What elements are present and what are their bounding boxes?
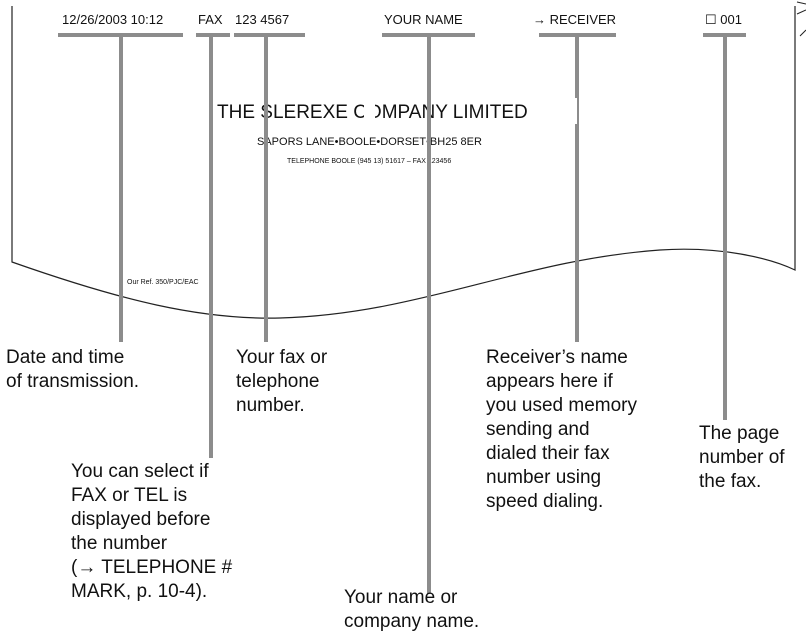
callout-fax-tel-select: You can select if FAX or TEL is displaye… <box>71 461 233 602</box>
header-page-number: ☐ 001 <box>705 12 742 27</box>
header-date-time: 12/26/2003 10:12 <box>62 12 163 27</box>
header-fax-label: FAX <box>198 12 223 27</box>
letter-telephone: TELEPHONE BOOLE (945 13) 51617 – FAX 123… <box>287 158 451 165</box>
header-your-name: YOUR NAME <box>384 12 463 27</box>
fax-paper-outline <box>11 6 796 319</box>
callout-receiver: Receiver’s name appears here if you used… <box>486 347 638 512</box>
gap-mask <box>364 98 375 124</box>
letter-reference: Our Ref. 350/PJC/EAC <box>127 279 199 286</box>
letter-address: SAPORS LANE•BOOLE•DORSET•BH25 8ER <box>257 136 482 148</box>
header-fax-number: 123 4567 <box>235 12 289 27</box>
callout-fax-number: Your fax or telephone number. <box>236 347 328 416</box>
leader-page-number <box>703 33 746 420</box>
callout-page-number: The page number of the fax. <box>699 423 785 492</box>
leader-fax-label <box>196 33 230 458</box>
gap-mask <box>564 98 577 124</box>
leader-receiver <box>539 33 616 342</box>
paper-corner-mark <box>796 1 806 37</box>
callout-your-name: Your name or company name. <box>344 587 480 632</box>
leader-date-time <box>58 33 183 342</box>
callout-date-time: Date and time of transmission. <box>6 347 140 392</box>
leader-fax-number <box>234 33 305 342</box>
leader-your-name <box>382 33 475 594</box>
header-receiver: → RECEIVER <box>533 12 616 27</box>
